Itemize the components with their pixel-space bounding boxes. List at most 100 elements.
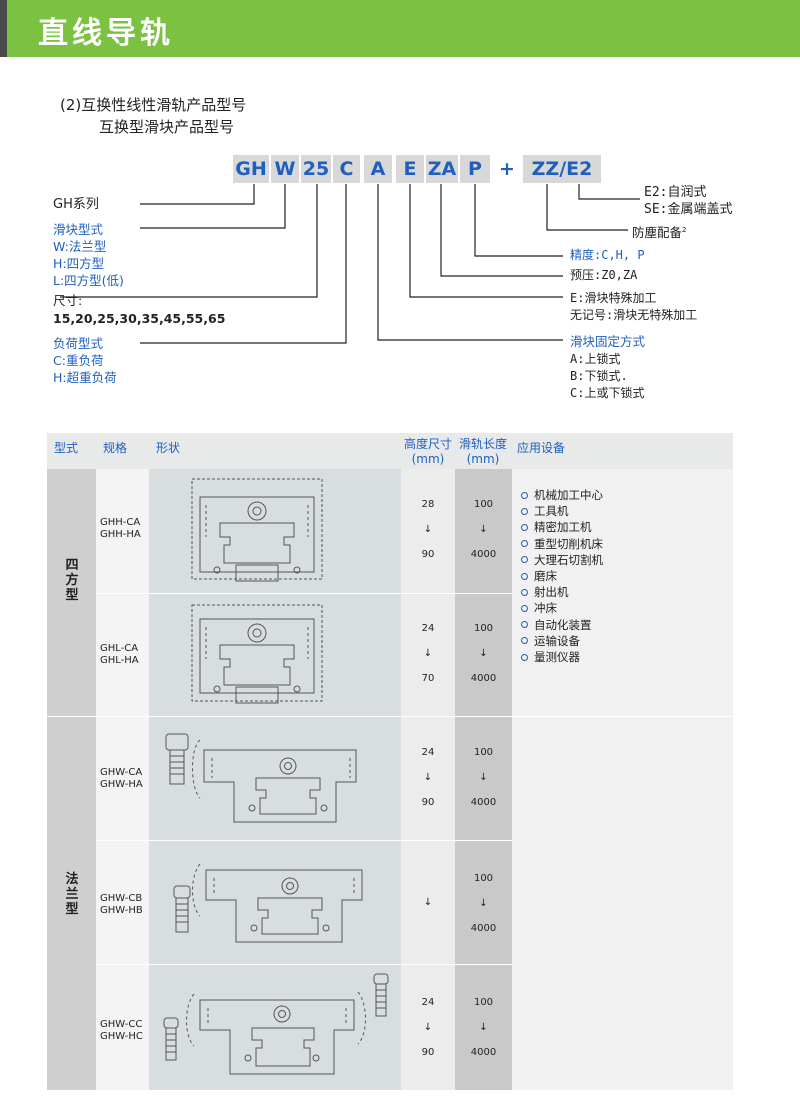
label-series: GH系列 [53, 197, 99, 212]
bullet-circle-icon [521, 572, 528, 580]
label-fix-a: A:上锁式 [570, 352, 621, 366]
bullet-circle-icon [521, 637, 528, 645]
application-label: 大理石切割机 [534, 552, 603, 567]
table-header [47, 433, 733, 469]
code-c: C [333, 155, 360, 183]
bullet-circle-icon [521, 507, 528, 515]
label-se: SE:金属端盖式 [644, 202, 733, 217]
row1-block-drawing [191, 478, 323, 582]
application-item: 磨床 [521, 568, 603, 584]
page-title: 直线导轨 [38, 16, 174, 51]
row2-block-drawing [191, 604, 323, 704]
label-preload: 预压:Z0,ZA [570, 268, 638, 282]
bullet-circle-icon [521, 524, 528, 531]
header-accent-strip [0, 0, 7, 57]
application-label: 射出机 [534, 585, 569, 600]
application-label: 精密加工机 [534, 520, 592, 535]
label-dust: 防塵配备2 [632, 225, 687, 241]
application-list: 机械加工中心工具机精密加工机重型切削机床大理石切割机磨床射出机冲床自动化装置运输… [521, 487, 603, 665]
row3-block-drawing [165, 733, 357, 823]
th-app: 应用设备 [516, 441, 565, 455]
application-item: 射出机 [521, 584, 603, 600]
subtitle-line-1: (2)互换性线性滑轨产品型号 [60, 96, 247, 114]
app-column [512, 469, 733, 1090]
code-gh: GH [233, 155, 269, 183]
bullet-circle-icon [521, 491, 528, 499]
subtitle-line-2: 互换型滑块产品型号 [99, 118, 235, 136]
application-label: 磨床 [534, 569, 557, 584]
height-column [401, 469, 455, 1090]
bullet-circle-icon [521, 653, 528, 661]
th-spec: 规格 [102, 441, 127, 455]
row1-length: 100↓4000 [470, 499, 497, 560]
row3-length: 100↓4000 [470, 747, 497, 808]
application-item: 机械加工中心 [521, 487, 603, 503]
code-a: A [364, 155, 392, 183]
label-load-c: C:重负荷 [53, 353, 104, 368]
code-plus: + [499, 158, 515, 180]
label-size-title: 尺寸: [53, 293, 83, 308]
label-load-title: 负荷型式 [53, 336, 104, 351]
row1-height: 28↓90 [421, 499, 435, 560]
label-block-type-w: W:法兰型 [53, 239, 107, 254]
bullet-circle-icon [521, 588, 528, 596]
application-label: 机械加工中心 [534, 488, 603, 502]
application-label: 重型切削机床 [534, 536, 603, 551]
application-item: 大理石切割机 [521, 552, 603, 568]
bullet-circle-icon [521, 556, 528, 564]
th-type: 型式 [53, 441, 78, 455]
code-size: 25 [301, 155, 331, 183]
application-label: 冲床 [534, 601, 557, 616]
row4-length: 100↓4000 [470, 873, 497, 934]
code-e: E [396, 155, 424, 183]
application-label: 工具机 [534, 504, 569, 519]
code-zz-e2: ZZ/E2 [523, 155, 601, 183]
type-column [47, 469, 96, 1090]
application-label: 自动化装置 [534, 617, 592, 632]
row4-block-drawing [173, 863, 363, 943]
application-item: 冲床 [521, 600, 603, 616]
application-item: 自动化装置 [521, 617, 603, 633]
label-size-values: 15,20,25,30,35,45,55,65 [53, 311, 226, 326]
row5-height: 24↓90 [421, 997, 435, 1058]
bullet-circle-icon [521, 540, 528, 548]
label-fix-b: B:下锁式. [570, 369, 628, 383]
label-e2: E2:自润式 [644, 185, 707, 200]
row3-height: 24↓90 [421, 747, 435, 808]
label-fix-c: C:上或下锁式 [570, 386, 645, 400]
label-precision: 精度:C,H, P [570, 248, 645, 262]
row5-length: 100↓4000 [470, 997, 497, 1058]
label-fix-title: 滑块固定方式 [570, 334, 646, 349]
code-za: ZA [426, 155, 458, 183]
length-column [455, 469, 512, 1090]
label-no-mark: 无记号:滑块无特殊加工 [570, 308, 698, 322]
code-p: P [460, 155, 490, 183]
label-e-special: E:滑块特殊加工 [570, 291, 657, 305]
application-label: 量测仪器 [534, 650, 580, 665]
code-connector-lines [60, 184, 640, 344]
th-height: 高度尺寸(mm) [403, 437, 452, 466]
th-length: 滑轨长度(mm) [458, 437, 507, 466]
application-item: 重型切削机床 [521, 536, 603, 552]
row2-length: 100↓4000 [470, 623, 497, 684]
row2-height: 24↓70 [421, 623, 435, 684]
application-item: 精密加工机 [521, 519, 603, 535]
application-label: 运输设备 [534, 633, 580, 648]
application-item: 量测仪器 [521, 649, 603, 665]
application-item: 工具机 [521, 503, 603, 519]
application-item: 运输设备 [521, 633, 603, 649]
spec-column [96, 469, 149, 1090]
label-block-type-title: 滑块型式 [53, 222, 104, 237]
code-w: W [271, 155, 299, 183]
th-shape: 形状 [155, 441, 180, 455]
group-flange-label: 法兰型 [65, 872, 79, 917]
row5-block-drawing [163, 973, 389, 1075]
bullet-circle-icon [521, 605, 528, 613]
bullet-circle-icon [521, 621, 528, 629]
header-bar [0, 0, 800, 57]
